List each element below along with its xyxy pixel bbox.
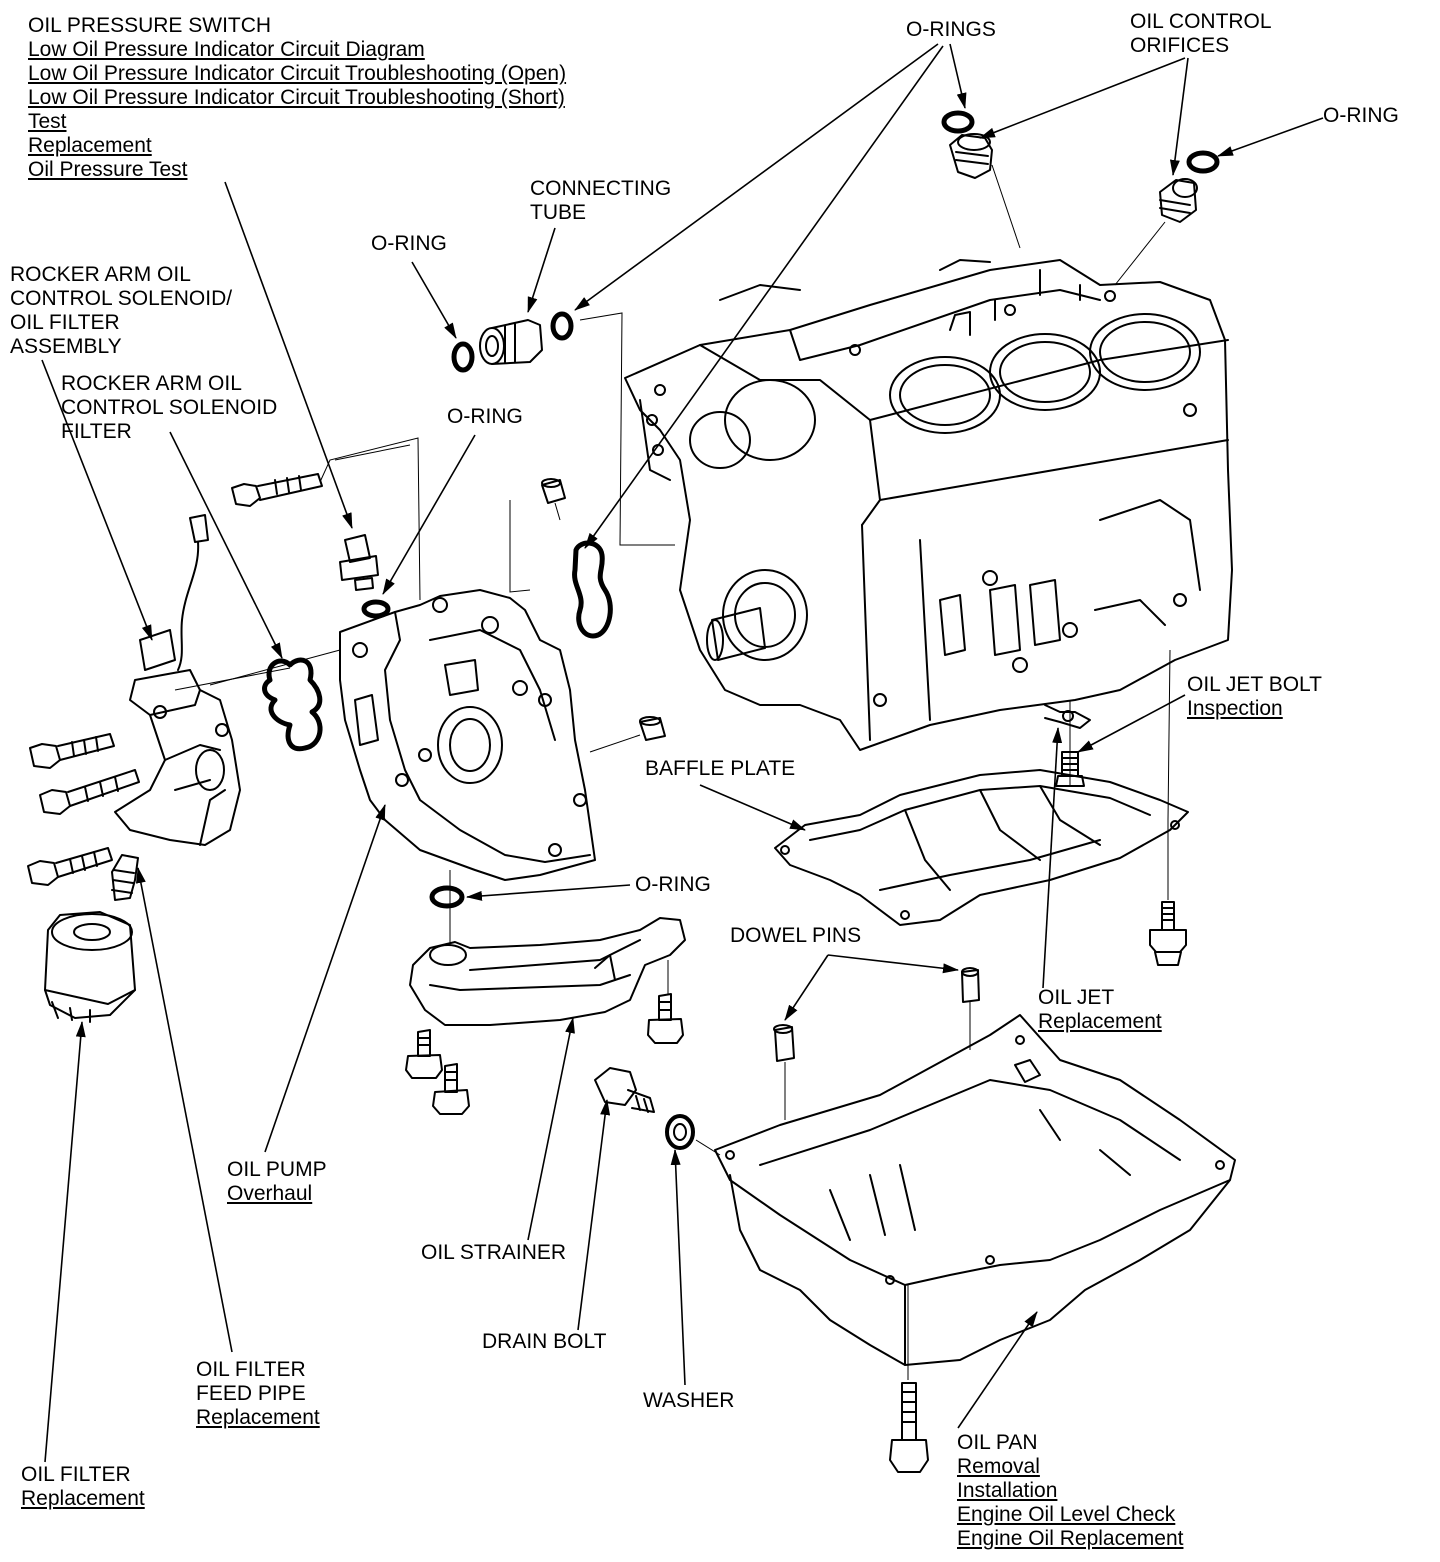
o-ring-strainer	[429, 885, 465, 909]
link-oil-pan-removal[interactable]: Removal	[957, 1455, 1040, 1478]
strainer-bolt-1	[405, 1029, 443, 1079]
feed-pipe-line-1: OIL FILTER	[196, 1358, 306, 1381]
link-troubleshooting-short[interactable]: Low Oil Pressure Indicator Circuit Troub…	[28, 86, 565, 109]
assembly-bolt-2	[39, 769, 140, 815]
drain-washer	[665, 1114, 695, 1150]
oil-filter	[44, 911, 136, 1023]
callout-connecting-tube: CONNECTING TUBE	[530, 177, 671, 225]
callout-o-rings: O-RINGS	[906, 18, 996, 41]
rocker-assembly-line-3: OIL FILTER	[10, 311, 120, 334]
o-ring-top-left	[941, 110, 975, 134]
strainer-bolt-3	[647, 993, 684, 1044]
oil-pump-title: OIL PUMP	[227, 1158, 327, 1181]
oil-control-orifice-left	[949, 133, 993, 179]
dowel-pin-pan-right	[961, 967, 980, 1003]
rocker-filter-line-1: ROCKER ARM OIL	[61, 372, 242, 395]
feed-pipe-line-2: FEED PIPE	[196, 1382, 306, 1405]
dowel-pin-upper	[541, 478, 566, 504]
orifices-line-1: OIL CONTROL	[1130, 10, 1272, 33]
link-engine-oil-replacement[interactable]: Engine Oil Replacement	[957, 1527, 1184, 1550]
callout-oil-control-orifices: OIL CONTROL ORIFICES	[1130, 10, 1272, 58]
callout-washer: WASHER	[643, 1389, 735, 1412]
strainer-bolt-2	[432, 1063, 470, 1115]
engine-block	[624, 259, 1233, 751]
oil-filter-feed-pipe	[111, 854, 139, 901]
dowel-pin-pump	[639, 716, 666, 741]
assembly-bolt-3	[27, 847, 113, 886]
callout-oil-strainer: OIL STRAINER	[421, 1241, 567, 1264]
link-feed-pipe-replacement[interactable]: Replacement	[196, 1406, 320, 1429]
pan-bolt-bottom	[889, 1382, 929, 1473]
link-oil-filter-replacement[interactable]: Replacement	[21, 1487, 145, 1510]
o-ring-top-right	[1186, 150, 1220, 174]
callout-oil-filter-feed-pipe: OIL FILTER FEED PIPE Replacement	[196, 1358, 320, 1430]
o-ring-gasket-block	[572, 540, 613, 639]
connecting-tube-line-2: TUBE	[530, 201, 587, 224]
oil-filter-title: OIL FILTER	[21, 1463, 131, 1486]
callout-o-ring-mid: O-RING	[447, 405, 523, 428]
o-ring-gasket-filter	[262, 657, 323, 752]
drain-bolt	[594, 1067, 655, 1113]
rocker-assembly-line-4: ASSEMBLY	[10, 335, 122, 358]
pump-bolt-top	[231, 473, 323, 507]
link-low-oil-circuit-diagram[interactable]: Low Oil Pressure Indicator Circuit Diagr…	[28, 38, 425, 61]
pan-side-bolt	[1149, 901, 1187, 966]
o-ring-tube-right	[550, 311, 574, 341]
callout-rocker-arm-filter: ROCKER ARM OIL CONTROL SOLENOID FILTER	[61, 372, 277, 444]
callout-drain-bolt: DRAIN BOLT	[482, 1330, 607, 1353]
connecting-tube	[479, 319, 543, 365]
rocker-assembly-line-2: CONTROL SOLENOID/	[10, 287, 233, 310]
callout-rocker-arm-assembly: ROCKER ARM OIL CONTROL SOLENOID/ OIL FIL…	[10, 263, 232, 359]
callout-oil-filter: OIL FILTER Replacement	[21, 1463, 145, 1511]
oil-pan	[714, 1014, 1236, 1366]
callout-oil-jet: OIL JET Replacement	[1038, 986, 1162, 1034]
link-oil-pump-overhaul[interactable]: Overhaul	[227, 1182, 313, 1205]
link-oil-jet-replacement[interactable]: Replacement	[1038, 1010, 1162, 1033]
link-switch-replacement[interactable]: Replacement	[28, 134, 152, 157]
oil-pump	[339, 589, 596, 881]
callout-oil-jet-bolt: OIL JET BOLT Inspection	[1187, 673, 1322, 721]
connecting-tube-line-1: CONNECTING	[530, 177, 672, 200]
oil-control-orifice-right	[1159, 178, 1198, 223]
callout-o-ring-tube: O-RING	[371, 232, 447, 255]
link-oil-pressure-test[interactable]: Oil Pressure Test	[28, 158, 188, 181]
rocker-arm-solenoid-assembly	[114, 514, 241, 846]
rocker-assembly-line-1: ROCKER ARM OIL	[10, 263, 191, 286]
callout-o-ring-right: O-RING	[1323, 104, 1399, 127]
rocker-filter-line-3: FILTER	[61, 420, 132, 443]
oil-strainer	[409, 917, 686, 1026]
callout-o-ring-strainer: O-RING	[635, 873, 711, 896]
link-engine-oil-level-check[interactable]: Engine Oil Level Check	[957, 1503, 1176, 1526]
callout-oil-pan: OIL PAN Removal Installation Engine Oil …	[957, 1431, 1183, 1551]
baffle-plate	[774, 769, 1189, 926]
link-oil-jet-bolt-inspection[interactable]: Inspection	[1187, 697, 1283, 720]
oil-pressure-switch-title: OIL PRESSURE SWITCH	[28, 14, 272, 37]
callout-dowel-pins: DOWEL PINS	[730, 924, 862, 947]
dowel-pin-pan-left	[773, 1024, 795, 1062]
o-ring-pressure-switch	[361, 599, 391, 619]
callout-oil-pump: OIL PUMP Overhaul	[227, 1158, 327, 1206]
orifices-line-2: ORIFICES	[1130, 34, 1230, 57]
oil-pressure-switch	[339, 534, 379, 591]
link-oil-pan-installation[interactable]: Installation	[957, 1479, 1058, 1502]
link-switch-test[interactable]: Test	[28, 110, 67, 133]
oil-jet	[1044, 704, 1091, 729]
rocker-filter-line-2: CONTROL SOLENOID	[61, 396, 278, 419]
o-ring-tube-left	[451, 341, 475, 373]
callout-oil-pressure-switch: OIL PRESSURE SWITCH Low Oil Pressure Ind…	[28, 14, 566, 182]
leader-lines	[41, 43, 1324, 1463]
oil-pan-title: OIL PAN	[957, 1431, 1038, 1454]
oil-jet-title: OIL JET	[1038, 986, 1115, 1009]
callout-baffle-plate: BAFFLE PLATE	[645, 757, 796, 780]
assembly-guide-lines	[174, 164, 1171, 1380]
link-troubleshooting-open[interactable]: Low Oil Pressure Indicator Circuit Troub…	[28, 62, 567, 85]
oil-jet-bolt-title: OIL JET BOLT	[1187, 673, 1322, 696]
assembly-bolt-1	[29, 733, 115, 769]
